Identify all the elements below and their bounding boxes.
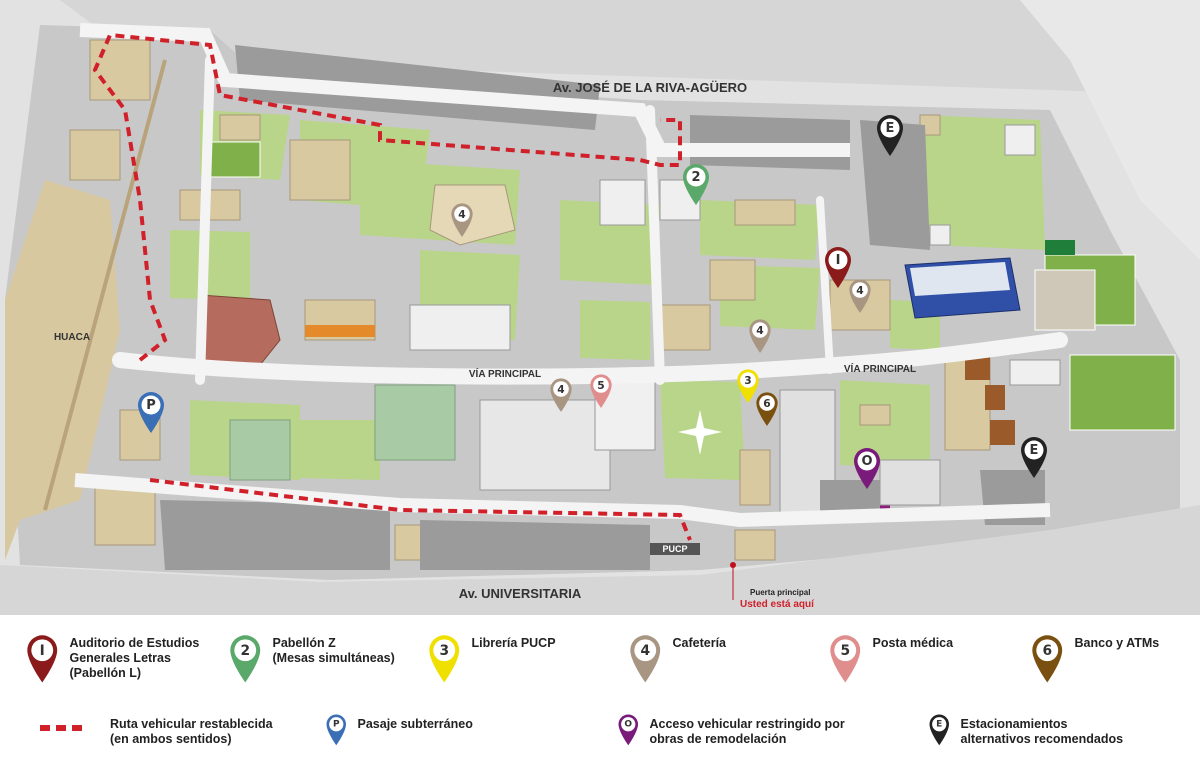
svg-text:P: P <box>333 720 340 730</box>
map-legend: I Auditorio de Estudios Generales Letras … <box>0 615 1200 777</box>
legend-pin-icon: 3 <box>429 635 460 683</box>
map-pin-e-1[interactable]: E <box>877 115 903 156</box>
map-pin-2-0[interactable]: 2 <box>683 164 709 205</box>
svg-text:I: I <box>40 643 45 659</box>
map-pin-i-3[interactable]: I <box>825 247 851 288</box>
legend-item-4: 4 Cafetería <box>628 633 726 684</box>
gate-sign-plate <box>650 543 700 555</box>
map-pin-symbol: 4 <box>557 383 564 396</box>
buildings <box>69 39 1061 615</box>
svg-text:3: 3 <box>439 643 449 659</box>
legend-item-label: Banco y ATMs <box>1074 636 1160 650</box>
you-are-here-subtitle: Usted está aquí <box>740 599 815 610</box>
map-pin-5-8[interactable]: 5 <box>590 374 612 408</box>
lower-avenue-area <box>0 505 1200 615</box>
legend-item-label: Estacionamientos alternativos recomendad… <box>960 717 1124 746</box>
street-label-top: Av. JOSÉ DE LA RIVA-AGÜERO <box>553 80 747 95</box>
map-pin-symbol: P <box>146 398 156 413</box>
you-are-here-dot <box>730 562 736 568</box>
huaca-area <box>5 180 120 560</box>
gate-sign: PUCP <box>662 544 687 554</box>
svg-text:E: E <box>936 720 942 730</box>
map-pin-symbol: 6 <box>763 397 770 410</box>
map-pin-symbol: E <box>886 121 895 136</box>
upper-avenue-area <box>0 0 1200 95</box>
legend-item-3: 3 Librería PUCP <box>427 633 556 684</box>
legend-route-dash-icon <box>40 725 82 731</box>
street-label-via-right: VÍA PRINCIPAL <box>844 362 916 375</box>
map-pin-e-12[interactable]: E <box>1021 437 1047 478</box>
street-label-bottom: Av. UNIVERSITARIA <box>459 586 582 601</box>
map-pin-symbol: 4 <box>458 208 465 221</box>
legend-item-label: Pasaje subterráneo <box>357 717 473 731</box>
campus-map[interactable]: Av. JOSÉ DE LA RIVA-AGÜERO Av. UNIVERSIT… <box>0 0 1200 615</box>
legend-pin-icon: 2 <box>230 635 261 683</box>
you-are-here-title: Puerta principal <box>750 588 810 597</box>
legend-item-route: Ruta vehicular restablecida (en ambos se… <box>40 717 273 747</box>
legend-item-label: Acceso vehicular restringido por obras d… <box>649 717 845 746</box>
map-pin-symbol: 4 <box>856 284 863 297</box>
legend-pin-icon: P <box>326 714 346 746</box>
map-pin-4-5[interactable]: 4 <box>749 319 771 353</box>
legend-pin-icon: O <box>618 714 638 746</box>
street-label-via-left: VÍA PRINCIPAL <box>469 367 541 380</box>
legend-pin-icon: I <box>27 635 58 683</box>
legend-item-5: 5 Posta médica <box>828 633 953 684</box>
map-pin-symbol: I <box>836 253 841 268</box>
map-pin-4-4[interactable]: 4 <box>849 279 871 313</box>
legend-pin-icon: 4 <box>630 635 661 683</box>
legend-item-e: E Estacionamientos alternativos recomenda… <box>928 713 1123 747</box>
legend-pin-icon: 6 <box>1032 635 1063 683</box>
legend-item-i: I Auditorio de Estudios Generales Letras … <box>25 633 199 684</box>
map-pin-6-10[interactable]: 6 <box>756 392 778 426</box>
legend-item-label: Posta médica <box>872 636 954 650</box>
map-pin-o-11[interactable]: O <box>854 448 880 489</box>
map-pin-4-2[interactable]: 4 <box>451 203 473 237</box>
legend-item-6: 6 Banco y ATMs <box>1030 633 1159 684</box>
huaca-label: HUACA <box>54 332 90 343</box>
svg-text:5: 5 <box>840 643 850 659</box>
svg-text:4: 4 <box>640 643 650 659</box>
rail-track <box>43 59 167 511</box>
roads <box>112 55 1068 385</box>
vehicle-route <box>92 32 692 541</box>
legend-item-o: O Acceso vehicular restringido por obras … <box>617 713 845 747</box>
legend-route-label: Ruta vehicular restablecida (en ambos se… <box>110 717 273 746</box>
legend-item-label: Cafetería <box>672 636 727 650</box>
helipad-star <box>678 410 722 455</box>
legend-item-label: Auditorio de Estudios Generales Letras (… <box>69 636 200 680</box>
coliseum-building <box>904 257 1021 319</box>
map-pin-symbol: 4 <box>756 324 763 337</box>
legend-item-p: P Pasaje subterráneo <box>325 713 473 746</box>
legend-item-label: Librería PUCP <box>471 636 556 650</box>
svg-text:O: O <box>624 720 632 730</box>
svg-text:6: 6 <box>1042 643 1052 659</box>
map-pin-symbol: 2 <box>691 170 700 185</box>
map-pin-3-9[interactable]: 3 <box>737 369 759 403</box>
sports-fields <box>204 141 1176 431</box>
upper-right-lot <box>1020 0 1200 260</box>
map-pin-symbol: 5 <box>597 379 604 392</box>
svg-text:2: 2 <box>240 643 250 659</box>
legend-item-2: 2 Pabellón Z (Mesas simultáneas) <box>228 633 395 684</box>
map-pin-p-6[interactable]: P <box>138 392 164 433</box>
map-pin-symbol: 3 <box>744 374 751 387</box>
legend-item-label: Pabellón Z (Mesas simultáneas) <box>272 636 395 665</box>
map-pin-symbol: E <box>1030 443 1039 458</box>
map-pin-symbol: O <box>861 454 872 469</box>
map-pin-4-7[interactable]: 4 <box>550 378 572 412</box>
legend-pin-icon: E <box>929 714 949 746</box>
legend-pin-icon: 5 <box>830 635 861 683</box>
